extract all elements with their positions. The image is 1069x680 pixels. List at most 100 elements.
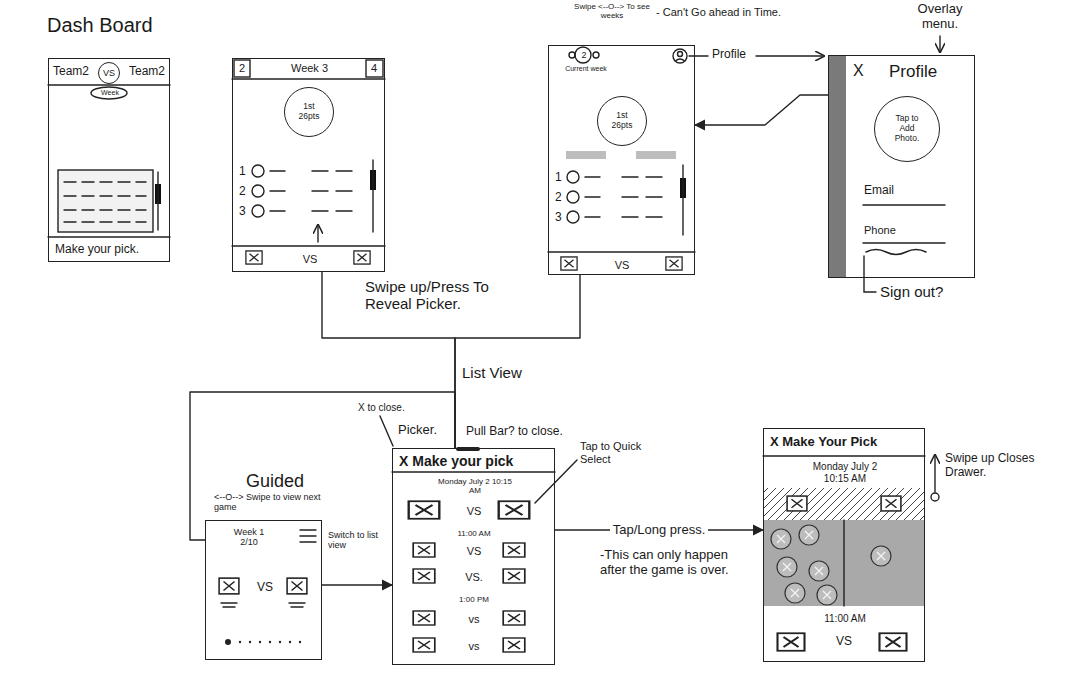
node-text: 1st 26pts — [285, 88, 333, 136]
score-circle: 1st 26pts — [597, 96, 647, 146]
sketch-use — [809, 561, 829, 581]
sketch-path — [682, 165, 683, 235]
node-text: vs — [459, 640, 489, 653]
node-text: 1st 26pts — [598, 97, 646, 145]
sketch-circle — [289, 641, 291, 643]
node-text: VS — [459, 545, 489, 558]
annotation-text: Switch to list view — [328, 530, 388, 551]
overlay-panel: XProfileEmailPhoneTap to Add Photo. — [828, 55, 975, 278]
sketch-circle — [567, 171, 579, 183]
node-text: Current week — [559, 65, 613, 73]
sketch-path — [756, 55, 824, 56]
sketch-circle — [299, 641, 301, 643]
sketch-circle — [252, 185, 264, 197]
sketch-path — [300, 530, 316, 542]
sketch-rect — [764, 520, 924, 606]
sketch-path — [864, 256, 876, 292]
sketch-circle — [575, 47, 591, 63]
sketch-use — [817, 585, 837, 605]
sketch-use — [354, 251, 370, 264]
node-text: Phone — [864, 224, 896, 237]
sketch-use — [778, 633, 805, 651]
node-text: Week — [95, 89, 125, 97]
node-text: 2 — [239, 62, 245, 75]
phone-frame: 2Week 34123VS1st 26pts — [232, 58, 385, 272]
node-text: VS — [459, 505, 489, 518]
sketch-path — [64, 182, 146, 222]
node-text: 2 — [555, 191, 562, 205]
annotation-text: Swipe up Closes Drawer. — [945, 452, 1055, 480]
node-text: Team2 — [129, 65, 165, 79]
sketch-rect — [58, 170, 153, 232]
node-text: X Make Your Pick — [770, 435, 877, 450]
sketch-use — [287, 578, 307, 594]
sketch-path — [372, 160, 373, 232]
sketch-circle — [931, 493, 939, 501]
node-text: 4 — [371, 62, 377, 75]
node-text: X — [853, 62, 864, 80]
sketch-path — [689, 55, 708, 56]
sketch-use — [413, 543, 435, 557]
sketch-circle — [252, 165, 264, 177]
sketch-rect — [234, 60, 250, 77]
sketch-use — [787, 496, 807, 511]
edge-label: Tap/Long press. — [610, 523, 709, 538]
node-text: Monday July 2 10:15 AM — [435, 477, 515, 495]
sketch-circle — [252, 205, 264, 217]
sketch-path — [934, 455, 935, 492]
sketch-path — [221, 603, 305, 607]
sketch-rect — [566, 151, 606, 159]
sketch-use — [771, 529, 791, 549]
sketch-path — [48, 236, 170, 237]
node-text: VS — [250, 581, 280, 595]
sketch-rect — [764, 488, 924, 520]
node-text: Email — [864, 184, 894, 198]
sketch-rect — [636, 151, 676, 159]
sketch-g — [48, 36, 945, 607]
sketch-path — [392, 471, 555, 472]
sketch-path — [232, 245, 385, 246]
sketch-path — [232, 78, 385, 79]
sketch-path — [585, 177, 662, 217]
node-text: vs — [459, 613, 489, 626]
node-text: VS — [99, 63, 119, 83]
node-text: 11:00 AM — [814, 613, 876, 625]
sketch-circle — [269, 641, 271, 643]
node-text: 2 — [239, 185, 246, 199]
sketch-circle — [593, 52, 599, 58]
sketch-use — [881, 496, 901, 511]
sketch-path — [157, 172, 158, 230]
connector — [322, 584, 392, 585]
node-text: Guided — [246, 471, 326, 492]
annotation-text: Swipe <--O--> To see weeks — [572, 2, 652, 20]
node-text: Week 1 2/10 — [230, 527, 268, 548]
sketch-path — [270, 171, 352, 211]
sketch-use — [413, 611, 435, 625]
annotation-text: Sign out? — [880, 283, 943, 300]
annotation-text: Pull Bar? to close. — [466, 425, 563, 439]
node-text: VS — [828, 635, 860, 649]
sketch-path — [843, 520, 844, 606]
sketch-path — [548, 251, 695, 252]
sketch-use — [503, 543, 525, 557]
sketch-path — [763, 455, 925, 456]
sketch-path — [866, 250, 926, 255]
sketch-circle — [569, 52, 575, 58]
node-text: 1 — [555, 171, 562, 185]
node-text: Team2 — [53, 65, 89, 79]
sketch-circle — [673, 49, 687, 63]
sketch-circle — [225, 639, 231, 645]
sketch-path — [939, 36, 940, 52]
sketch-use — [871, 546, 891, 566]
annotation-text: Profile — [712, 48, 746, 62]
node-text: Profile — [889, 62, 937, 82]
sketch-use — [785, 583, 805, 603]
sketch-ellipse — [91, 87, 127, 99]
node-text: VS. — [459, 571, 489, 584]
sketch-use — [799, 525, 819, 545]
node-text: 2 — [577, 50, 591, 60]
score-circle: 1st 26pts — [284, 87, 334, 137]
sketch-use — [413, 638, 435, 652]
node-text: Monday July 2 10:15 AM — [802, 461, 888, 484]
